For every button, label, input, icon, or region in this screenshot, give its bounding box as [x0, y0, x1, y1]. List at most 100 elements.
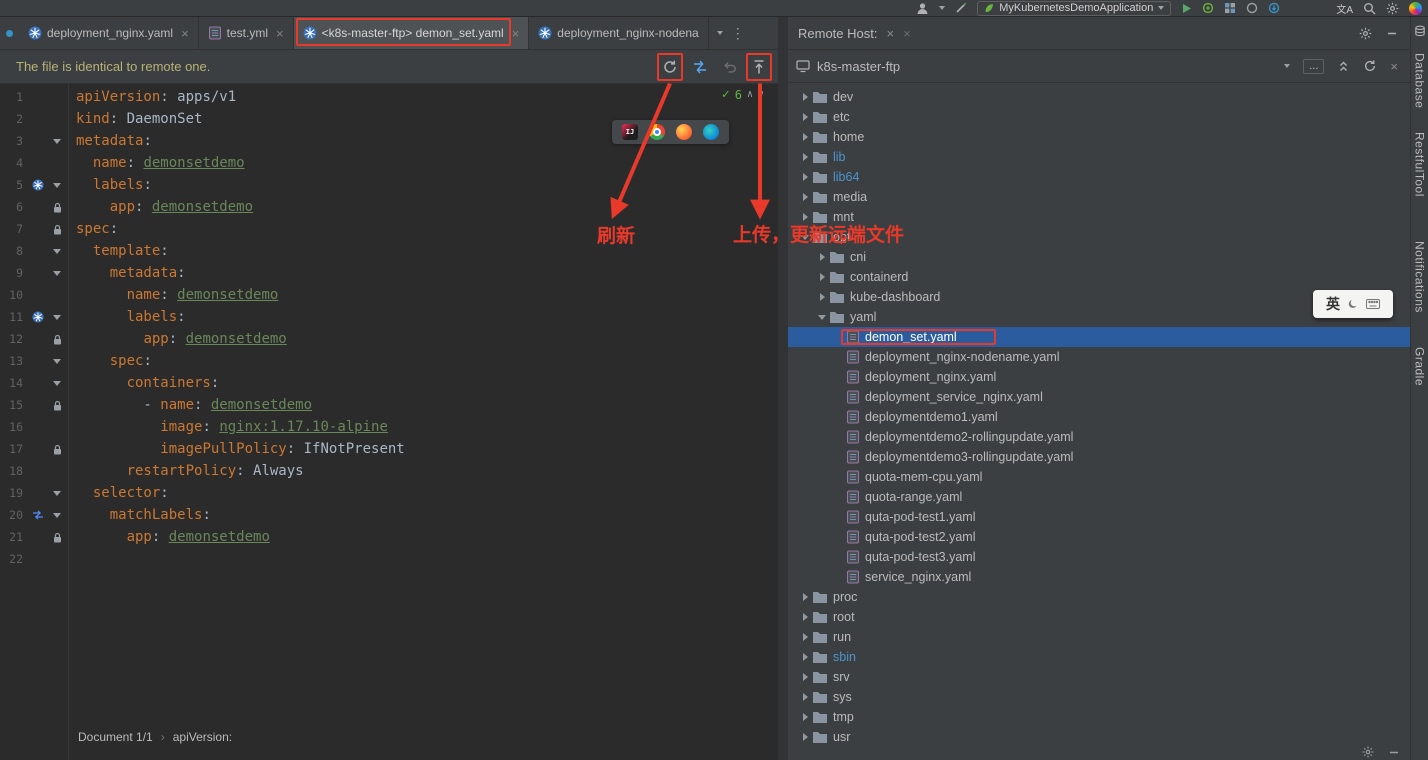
- fold-marker[interactable]: [48, 512, 66, 518]
- line-number[interactable]: 5: [16, 178, 23, 192]
- run-button[interactable]: [1181, 3, 1192, 14]
- close-panel-icon[interactable]: ×: [1390, 58, 1398, 74]
- compare-with-remote-icon[interactable]: [692, 59, 708, 75]
- tab-close-icon[interactable]: ×: [276, 25, 284, 41]
- collapse-all-icon[interactable]: [1337, 60, 1350, 73]
- upload-to-remote-icon[interactable]: [752, 59, 766, 75]
- breadcrumb-document[interactable]: Document 1/1: [78, 730, 153, 744]
- tree-row[interactable]: usr: [788, 727, 1410, 747]
- tree-row[interactable]: deployment_nginx.yaml: [788, 367, 1410, 387]
- tree-row[interactable]: media: [788, 187, 1410, 207]
- code-line[interactable]: matchLabels:: [66, 507, 211, 523]
- tree-row[interactable]: quta-pod-test3.yaml: [788, 547, 1410, 567]
- fold-marker[interactable]: [48, 314, 66, 320]
- code-line[interactable]: name: demonsetdemo: [66, 287, 279, 303]
- search-icon[interactable]: [1363, 2, 1376, 15]
- editor-tab[interactable]: deployment_nginx-nodena: [529, 17, 709, 49]
- edge-browser-icon[interactable]: [703, 124, 719, 140]
- tree-row[interactable]: deploymentdemo2-rollingupdate.yaml: [788, 427, 1410, 447]
- footer-hide-icon[interactable]: [1388, 746, 1400, 758]
- fold-marker[interactable]: [48, 138, 66, 144]
- fold-marker[interactable]: [48, 380, 66, 386]
- run-configuration-selector[interactable]: MyKubernetesDemoApplication: [977, 0, 1172, 16]
- kubernetes-gutter-icon[interactable]: [28, 179, 48, 191]
- tree-row[interactable]: etc: [788, 107, 1410, 127]
- tab-close-icon[interactable]: ×: [181, 25, 189, 41]
- kubernetes-gutter-icon[interactable]: [28, 311, 48, 323]
- user-icon[interactable]: [916, 2, 929, 15]
- line-number[interactable]: 15: [9, 398, 23, 412]
- line-number[interactable]: 12: [9, 332, 23, 346]
- code-line[interactable]: app: demonsetdemo: [66, 529, 270, 545]
- breadcrumb-node[interactable]: apiVersion:: [172, 730, 233, 744]
- line-number[interactable]: 21: [9, 530, 23, 544]
- hidden-tabs-chevron-icon[interactable]: [716, 31, 723, 35]
- tree-row[interactable]: proc: [788, 587, 1410, 607]
- line-number[interactable]: 19: [9, 486, 23, 500]
- tree-row[interactable]: containerd: [788, 267, 1410, 287]
- code-line[interactable]: template:: [66, 243, 169, 259]
- tree-row[interactable]: kube-dashboard: [788, 287, 1410, 307]
- user-dropdown-icon[interactable]: [939, 6, 946, 10]
- tree-row[interactable]: mnt: [788, 207, 1410, 227]
- code-line[interactable]: spec:: [66, 221, 118, 237]
- footer-gear-icon[interactable]: [1362, 746, 1374, 758]
- code-line[interactable]: selector:: [66, 485, 169, 501]
- tree-row[interactable]: sbin: [788, 647, 1410, 667]
- quick-fix-icon[interactable]: [955, 2, 967, 14]
- code-line[interactable]: apiVersion: apps/v1: [66, 89, 236, 105]
- sync-remote-icon[interactable]: [662, 59, 678, 75]
- code-line[interactable]: labels:: [66, 177, 152, 193]
- ime-night-mode-icon[interactable]: [1347, 298, 1359, 310]
- tree-row[interactable]: home: [788, 127, 1410, 147]
- close-tab-icon[interactable]: ×: [886, 25, 895, 41]
- line-number[interactable]: 8: [16, 244, 23, 258]
- fold-marker[interactable]: [48, 248, 66, 254]
- tree-row[interactable]: quta-pod-test1.yaml: [788, 507, 1410, 527]
- related-symbols-icon[interactable]: [28, 510, 48, 520]
- tab-close-icon[interactable]: ×: [511, 25, 520, 41]
- remote-host-selector[interactable]: k8s-master-ftp: [817, 58, 901, 74]
- code-line[interactable]: app: demonsetdemo: [66, 199, 253, 215]
- services-icon[interactable]: [1224, 2, 1236, 14]
- tree-row[interactable]: quota-range.yaml: [788, 487, 1410, 507]
- tree-row[interactable]: lib: [788, 147, 1410, 167]
- fold-marker[interactable]: [48, 358, 66, 364]
- code-line[interactable]: name: demonsetdemo: [66, 155, 245, 171]
- close-tab-icon[interactable]: ×: [903, 25, 911, 41]
- editor-tab[interactable]: test.yml×: [199, 17, 294, 49]
- chrome-browser-icon[interactable]: [649, 124, 665, 140]
- prev-problem-icon[interactable]: ∧: [746, 89, 753, 100]
- tree-row[interactable]: srv: [788, 667, 1410, 687]
- next-problem-icon[interactable]: ∨: [757, 89, 764, 100]
- editor-tab[interactable]: <k8s-master-ftp> demon_set.yaml×: [293, 17, 530, 49]
- line-number[interactable]: 22: [9, 552, 23, 566]
- tree-row[interactable]: dev: [788, 87, 1410, 107]
- toolwindow-restfultool[interactable]: RestfulTool: [1412, 132, 1427, 198]
- line-number[interactable]: 1: [16, 90, 23, 104]
- toolwindow-database[interactable]: Database: [1412, 53, 1427, 109]
- toolwindow-notifications[interactable]: Notifications: [1412, 241, 1427, 314]
- line-number[interactable]: 6: [16, 200, 23, 214]
- line-number[interactable]: 9: [16, 266, 23, 280]
- line-number[interactable]: 11: [9, 310, 23, 324]
- tree-row[interactable]: quota-mem-cpu.yaml: [788, 467, 1410, 487]
- code-line[interactable]: restartPolicy: Always: [66, 463, 304, 479]
- refresh-icon[interactable]: [1363, 59, 1377, 73]
- code-line[interactable]: image: nginx:1.17.10-alpine: [66, 419, 388, 435]
- tab-options-kebab-icon[interactable]: ⋮: [730, 24, 745, 41]
- ime-toolbar[interactable]: 英: [1313, 290, 1393, 318]
- tree-row[interactable]: sys: [788, 687, 1410, 707]
- tree-row[interactable]: service_nginx.yaml: [788, 567, 1410, 587]
- line-number[interactable]: 14: [9, 376, 23, 390]
- code-line[interactable]: spec:: [66, 353, 152, 369]
- spring-boot-icon[interactable]: [1202, 2, 1214, 14]
- profile-sphere-icon[interactable]: [1409, 1, 1422, 15]
- line-number[interactable]: 20: [9, 508, 23, 522]
- line-number[interactable]: 3: [16, 134, 23, 148]
- coverage-icon[interactable]: [1246, 2, 1258, 14]
- code-line[interactable]: labels:: [66, 309, 186, 325]
- ime-language-badge[interactable]: 英: [1326, 296, 1340, 312]
- intellij-browser-icon[interactable]: IJ: [622, 124, 638, 140]
- tree-row[interactable]: deploymentdemo3-rollingupdate.yaml: [788, 447, 1410, 467]
